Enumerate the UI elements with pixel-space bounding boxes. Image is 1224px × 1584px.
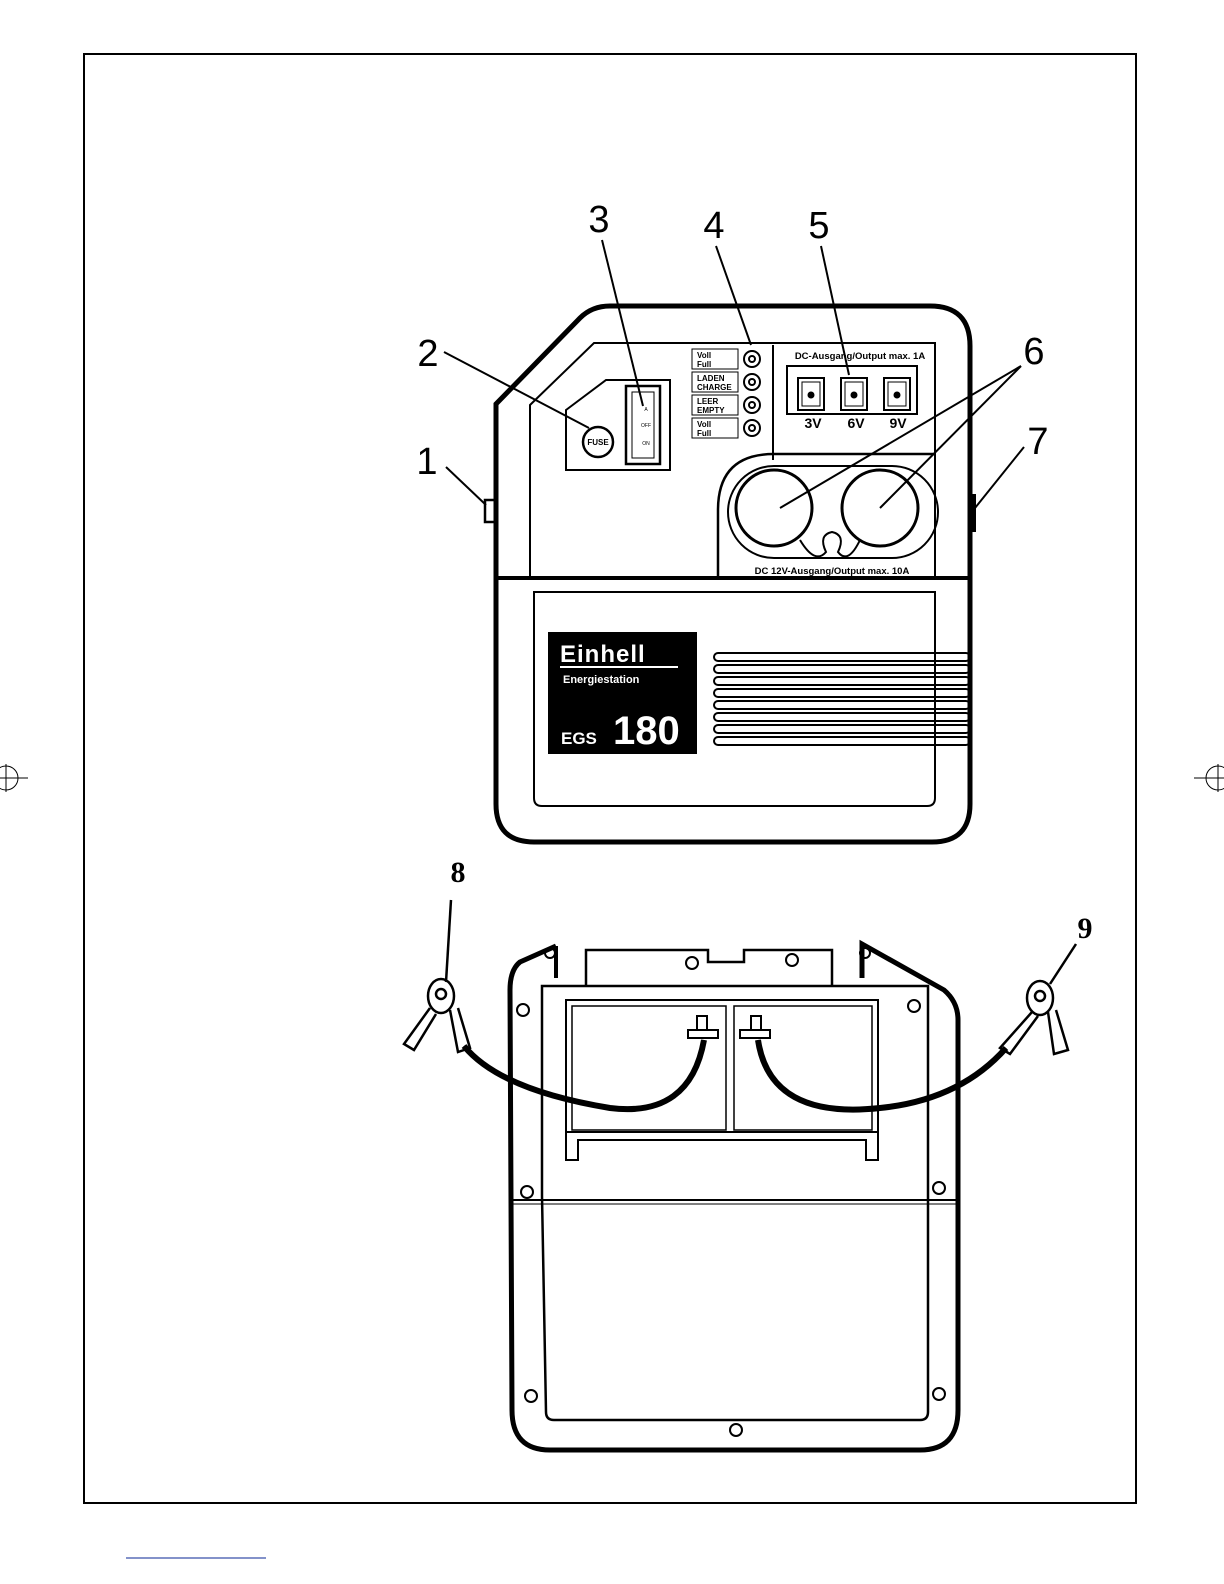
callout-8: 8 — [451, 856, 466, 889]
registration-mark-right — [1194, 764, 1224, 792]
callout-1: 1 — [416, 441, 437, 483]
right-connector — [968, 494, 976, 532]
indicator-label-full-1a: Voll — [697, 351, 711, 360]
battery-terminal-left — [688, 1016, 718, 1038]
fuse-holder[interactable]: FUSE — [583, 427, 613, 457]
dc-socket-3v[interactable] — [798, 378, 824, 410]
screw-hole — [517, 948, 945, 1436]
callout-6: 6 — [1023, 331, 1044, 373]
indicator-label-full-1b: Full — [697, 360, 711, 369]
indicator-panel: Voll Full LADEN CHARGE LEER EMPTY Voll F… — [692, 345, 773, 460]
clamp-left — [404, 979, 470, 1052]
callout-2: 2 — [417, 333, 438, 375]
registration-mark-left — [0, 764, 28, 792]
cigarette-socket-left[interactable] — [736, 470, 812, 546]
indicator-label-charge-a: LADEN — [697, 374, 725, 383]
dc-socket-6v[interactable] — [841, 378, 867, 410]
ventilation-slots — [714, 653, 970, 745]
indicator-label-charge-b: CHARGE — [697, 383, 732, 392]
dc-socket-9v[interactable] — [884, 378, 910, 410]
top-panel-outline — [530, 343, 935, 578]
model-prefix: EGS — [561, 729, 597, 748]
callout-7: 7 — [1027, 421, 1048, 463]
indicator-label-empty-a: LEER — [697, 397, 719, 406]
voltage-label-6v: 6V — [847, 415, 865, 431]
dc-12v-panel: DC 12V-Ausgang/Output max. 10A — [718, 454, 938, 578]
battery-compartment — [566, 1000, 878, 1132]
indicator-label-full-2b: Full — [697, 429, 711, 438]
back-view: 8 9 — [404, 856, 1093, 1450]
switch-position-a: A — [644, 407, 648, 413]
front-view: FUSE A OFF ON Voll Full LADEN CHARGE LEE… — [416, 199, 1048, 842]
dc-output-panel: DC-Ausgang/Output max. 1A 3V 6V 9V — [787, 351, 925, 431]
dc-12v-title: DC 12V-Ausgang/Output max. 10A — [755, 566, 910, 577]
switch-position-on: ON — [642, 441, 650, 447]
brand-name: Einhell — [560, 641, 646, 668]
clamp-right — [1000, 981, 1068, 1054]
voltage-label-9v: 9V — [889, 415, 907, 431]
indicator-label-full-2a: Voll — [697, 420, 711, 429]
voltage-label-3v: 3V — [804, 415, 822, 431]
callout-9: 9 — [1078, 912, 1093, 945]
switch-position-off: OFF — [641, 423, 651, 429]
brand-subtitle: Energiestation — [563, 674, 640, 686]
battery-terminal-right — [740, 1016, 770, 1038]
callout-5: 5 — [808, 205, 829, 247]
model-number: 180 — [613, 709, 680, 753]
dc-output-title: DC-Ausgang/Output max. 1A — [795, 351, 926, 362]
indicator-label-empty-b: EMPTY — [697, 406, 725, 415]
callout-4: 4 — [703, 205, 724, 247]
power-switch[interactable]: A OFF ON — [626, 386, 660, 464]
indicator-led — [744, 351, 760, 436]
brand-label: Einhell Energiestation EGS 180 — [548, 632, 697, 754]
callout-3: 3 — [588, 199, 609, 241]
fuse-label: FUSE — [587, 438, 609, 447]
